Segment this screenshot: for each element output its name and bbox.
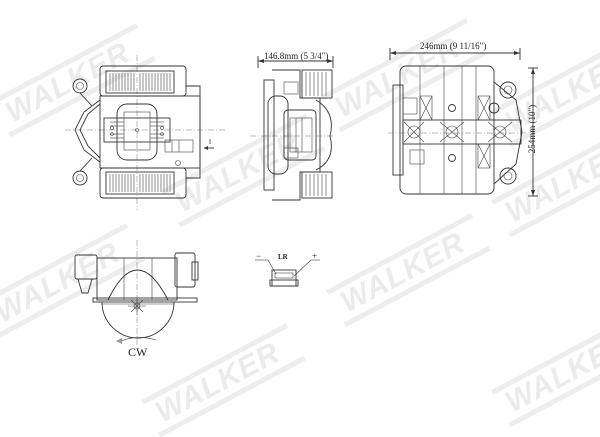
connector-detail (255, 259, 320, 287)
connector-plus-label: + (312, 251, 318, 261)
top-view (65, 55, 225, 210)
side-view (250, 56, 335, 201)
connector-minus-label: − (256, 251, 262, 261)
technical-drawing (65, 48, 538, 345)
rear-height-dimension: 254mm (10") (527, 104, 538, 154)
drawing-canvas: WALKER WALKER WALKER WALKER WALKER WALKE… (0, 0, 600, 400)
rotation-direction-label: CW (128, 345, 148, 359)
arrow-tag: Ⅰ (209, 138, 212, 146)
front-view (74, 240, 199, 345)
rear-width-dimension: 246mm (9 11/16") (420, 41, 487, 51)
side-width-dimension: 146.8mm (5 3/4") (264, 51, 329, 61)
rear-view (388, 48, 538, 197)
connector-label: LR (278, 253, 288, 261)
